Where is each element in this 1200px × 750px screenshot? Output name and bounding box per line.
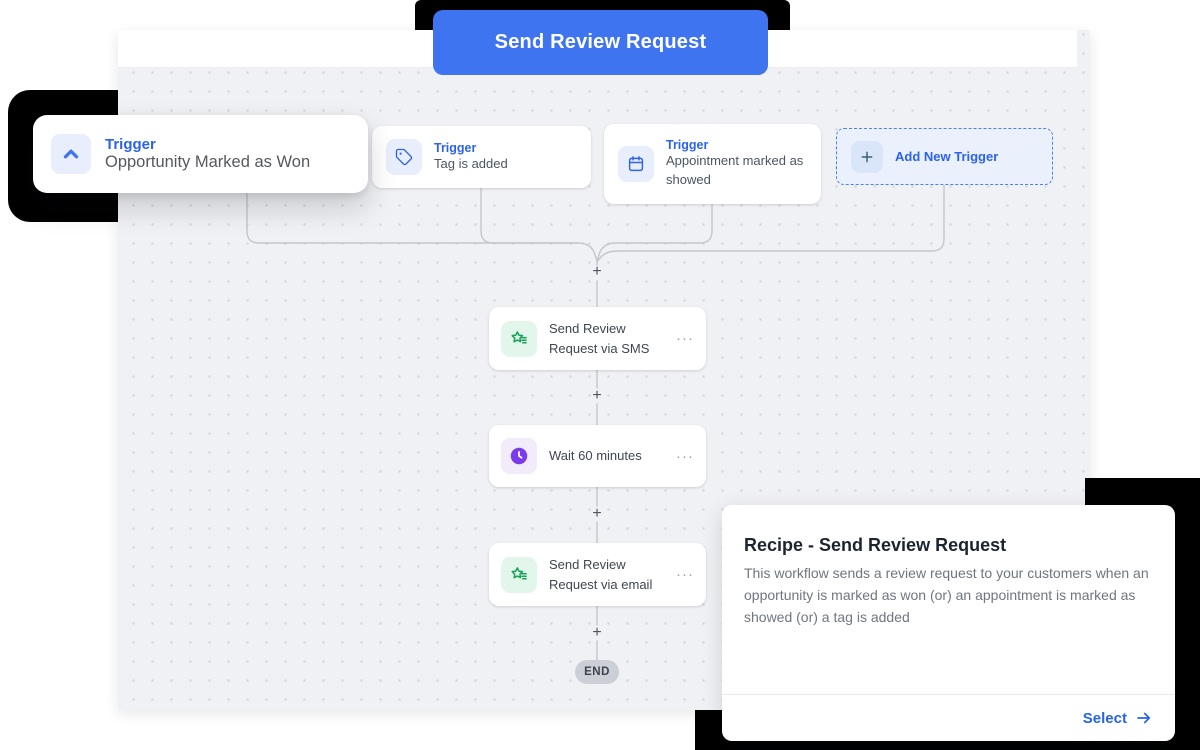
- action-node-name: Wait 60 minutes: [549, 448, 642, 464]
- action-node-name: Send Review Request via SMS: [549, 321, 650, 356]
- trigger-card-label: Trigger: [666, 138, 709, 153]
- trigger-card-appointment-showed[interactable]: Trigger Appointment marked as showed: [604, 124, 821, 204]
- select-recipe-button[interactable]: Select: [1083, 709, 1153, 727]
- action-node-send-email[interactable]: Send Review Request via email ···: [489, 543, 706, 606]
- tag-icon: [386, 139, 422, 175]
- add-new-trigger-label: Add New Trigger: [895, 149, 999, 164]
- action-node-name: Send Review Request via email: [549, 557, 653, 592]
- review-star-icon: [501, 320, 537, 357]
- workflow-title-button[interactable]: Send Review Request: [433, 10, 768, 75]
- recipe-card-footer: Select: [722, 694, 1175, 741]
- add-step-plus-2[interactable]: +: [592, 387, 602, 404]
- add-step-plus-3[interactable]: +: [592, 505, 602, 522]
- trigger-card-name: Opportunity Marked as Won: [105, 153, 311, 171]
- workflow-title-label: Send Review Request: [494, 31, 707, 53]
- workflow-end-pill: END: [575, 660, 619, 684]
- end-label: END: [584, 666, 610, 678]
- chevron-up-icon: [51, 134, 91, 174]
- trigger-card-opportunity-won[interactable]: Trigger Opportunity Marked as Won: [33, 115, 368, 193]
- add-new-trigger-button[interactable]: Add New Trigger: [836, 128, 1053, 185]
- add-step-plus-4[interactable]: +: [592, 624, 602, 641]
- action-node-wait[interactable]: Wait 60 minutes ···: [489, 425, 706, 487]
- trigger-card-name: Tag is added: [434, 155, 508, 171]
- node-menu-ellipsis-icon[interactable]: ···: [676, 330, 694, 347]
- node-menu-ellipsis-icon[interactable]: ···: [676, 447, 694, 465]
- trigger-card-tag-added[interactable]: Trigger Tag is added: [372, 126, 591, 188]
- action-node-send-sms[interactable]: Send Review Request via SMS ···: [489, 307, 706, 370]
- plus-icon: [851, 140, 883, 173]
- recipe-card: Recipe - Send Review Request This workfl…: [722, 505, 1175, 741]
- add-step-plus-1[interactable]: +: [592, 263, 602, 280]
- calendar-icon: [618, 146, 654, 182]
- trigger-card-label: Trigger: [105, 136, 156, 153]
- arrow-right-icon: [1137, 712, 1151, 724]
- recipe-description: This workflow sends a review request to …: [744, 565, 1149, 625]
- recipe-title: Recipe - Send Review Request: [744, 535, 1007, 555]
- clock-icon: [501, 438, 537, 474]
- select-label: Select: [1082, 709, 1127, 727]
- trigger-card-name: Appointment marked as showed: [666, 153, 804, 187]
- trigger-card-label: Trigger: [434, 140, 477, 155]
- node-menu-ellipsis-icon[interactable]: ···: [676, 566, 694, 583]
- review-star-icon: [501, 556, 537, 593]
